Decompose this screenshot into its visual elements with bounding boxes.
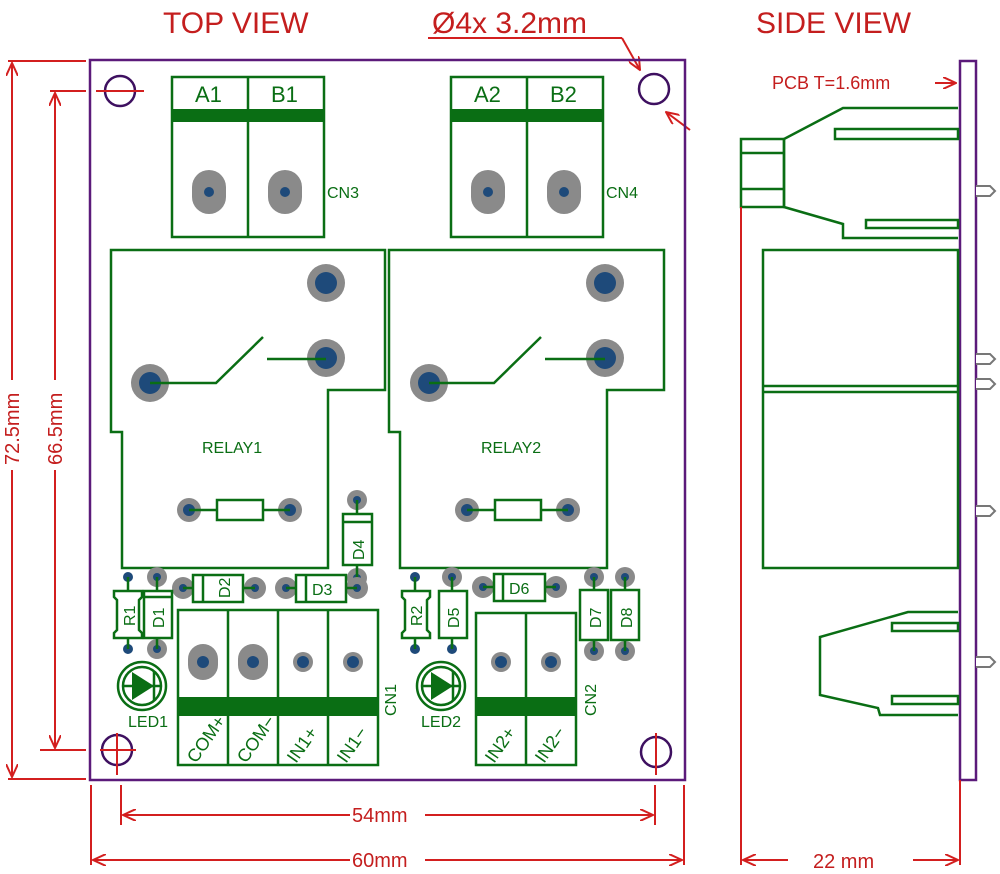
diode-d4: D4 xyxy=(341,490,374,588)
diode-d6-label: D6 xyxy=(509,581,530,598)
relay-2-label: RELAY2 xyxy=(481,440,541,457)
led-1-label: LED1 xyxy=(128,714,168,731)
mounting-hole-top-left xyxy=(96,74,144,108)
mounting-hole-bottom-right xyxy=(639,733,673,775)
dimension-side-depth: 22 mm xyxy=(740,207,961,873)
side-view-title: SIDE VIEW xyxy=(756,7,912,40)
side-pin-5 xyxy=(976,656,997,668)
led-2: LED2 xyxy=(415,660,467,731)
led-1: LED1 xyxy=(116,660,168,731)
dimension-overall-width: 60mm xyxy=(90,785,685,872)
relay-1: RELAY1 xyxy=(109,248,387,570)
hole-callout-text: Ø4x 3.2mm xyxy=(432,7,587,40)
cn2-pin-in2-minus: IN2− xyxy=(531,723,569,766)
resistor-r2: R2 xyxy=(400,572,432,654)
dimension-side-depth-label: 22 mm xyxy=(813,851,874,873)
led-2-label: LED2 xyxy=(421,714,461,731)
dimension-hole-spacing-width: 54mm xyxy=(120,785,656,827)
dimension-overall-height: 72.5mm xyxy=(2,60,86,780)
side-terminal-block-top xyxy=(739,106,960,240)
pcb-thickness-callout: PCB T=1.6mm xyxy=(772,73,956,93)
dimension-overall-height-label: 72.5mm xyxy=(2,393,24,465)
cn4-label: CN4 xyxy=(606,185,638,202)
side-relay xyxy=(761,248,960,570)
top-view-title: TOP VIEW xyxy=(163,7,309,40)
cn4-pin-b2: B2 xyxy=(550,82,577,107)
side-pin-3 xyxy=(976,378,997,390)
cn1-pin-com-plus: COM+ xyxy=(183,712,230,766)
resistor-r1-label: R1 xyxy=(122,605,139,626)
diode-d1-label: D1 xyxy=(151,607,168,628)
diode-d2: D2 xyxy=(172,573,266,604)
diode-d8: D8 xyxy=(609,567,641,661)
diode-d7: D7 xyxy=(578,567,610,661)
diode-d8-label: D8 xyxy=(619,607,636,628)
cn1-pin-in1-minus: IN1− xyxy=(333,723,371,766)
diode-d2-label: D2 xyxy=(217,577,234,598)
dimension-overall-width-label: 60mm xyxy=(352,850,408,872)
side-pin-1 xyxy=(976,185,997,197)
mounting-hole-bottom-left xyxy=(100,733,136,775)
diode-d1: D1 xyxy=(142,567,174,659)
diode-d3-label: D3 xyxy=(312,582,333,599)
pcb-outline xyxy=(88,58,687,782)
cn3-pin-b1: B1 xyxy=(271,82,298,107)
connector-cn3: A1 B1 CN3 xyxy=(170,75,359,239)
dimension-hole-spacing-height-label: 66.5mm xyxy=(45,393,67,465)
dimension-hole-spacing-width-label: 54mm xyxy=(352,805,408,827)
cn2-label: CN2 xyxy=(583,684,600,716)
mounting-hole-top-right xyxy=(637,72,671,106)
pcb-thickness-label: PCB T=1.6mm xyxy=(772,73,890,93)
side-pin-4 xyxy=(976,505,997,517)
dimension-hole-spacing-height: 66.5mm xyxy=(40,90,86,751)
diode-d5-label: D5 xyxy=(446,607,463,628)
side-pcb xyxy=(958,59,978,782)
connector-cn2: IN2+ IN2− CN2 xyxy=(474,611,600,766)
resistor-r1: R1 xyxy=(112,572,144,654)
connector-cn4: A2 B2 CN4 xyxy=(449,75,638,239)
relay-1-label: RELAY1 xyxy=(202,440,262,457)
cn3-label: CN3 xyxy=(327,185,359,202)
diode-d6: D6 xyxy=(472,572,567,603)
cn3-pin-a1: A1 xyxy=(195,82,222,107)
diode-d5: D5 xyxy=(437,567,469,654)
cn4-pin-a2: A2 xyxy=(474,82,501,107)
diode-d7-label: D7 xyxy=(588,607,605,628)
relay-2: RELAY2 xyxy=(387,248,666,570)
cn1-pin-in1-plus: IN1+ xyxy=(283,723,321,766)
cn1-label: CN1 xyxy=(383,684,400,716)
cn2-pin-in2-plus: IN2+ xyxy=(481,723,519,766)
cn1-pin-com-minus: COM− xyxy=(233,712,280,766)
side-terminal-block-bottom xyxy=(818,610,960,717)
diode-d3: D3 xyxy=(275,573,368,604)
connector-cn1: COM+ COM− IN1+ IN1− CN1 xyxy=(176,608,400,766)
side-pin-2 xyxy=(976,353,997,365)
resistor-r2-label: R2 xyxy=(409,605,426,626)
diode-d4-label: D4 xyxy=(351,539,368,560)
